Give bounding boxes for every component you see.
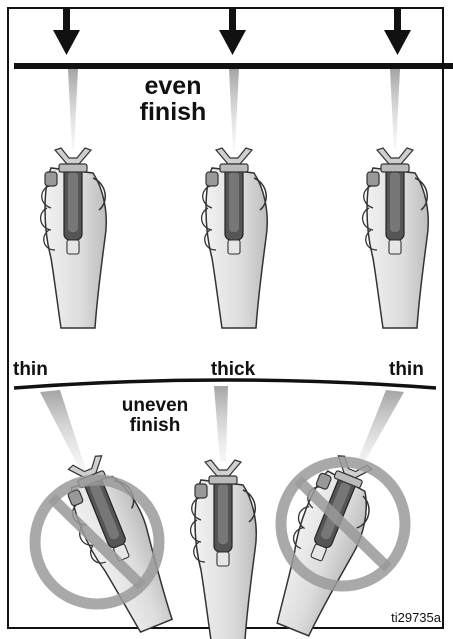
down-arrow-icon bbox=[53, 8, 80, 55]
figure-id: ti29735a bbox=[391, 610, 441, 625]
spray-fan bbox=[68, 69, 78, 150]
even-finish-line1: even bbox=[118, 73, 228, 99]
down-arrow-icon bbox=[219, 8, 246, 55]
uneven-finish-label: uneven finish bbox=[100, 396, 210, 436]
spray-gun-hand-icon bbox=[41, 148, 107, 328]
spray-gun-hand-icon bbox=[363, 148, 429, 328]
even-finish-line2: finish bbox=[118, 99, 228, 125]
spray-fan bbox=[40, 390, 86, 470]
down-arrow-icon bbox=[384, 8, 411, 55]
spray-fan bbox=[229, 69, 239, 150]
thin-left-label: thin bbox=[13, 360, 48, 380]
uneven-finish-line1: uneven bbox=[100, 396, 210, 416]
spray-fan bbox=[354, 390, 404, 470]
surface-line-top bbox=[14, 63, 453, 69]
spray-fan bbox=[390, 69, 400, 150]
spray-gun-hand-icon bbox=[191, 460, 257, 639]
uneven-finish-line2: finish bbox=[100, 416, 210, 436]
spray-fan bbox=[214, 386, 228, 462]
even-finish-label: even finish bbox=[118, 73, 228, 126]
thin-right-label: thin bbox=[389, 360, 424, 380]
spray-gun-hand-icon bbox=[202, 148, 268, 328]
thick-center-label: thick bbox=[193, 360, 273, 380]
